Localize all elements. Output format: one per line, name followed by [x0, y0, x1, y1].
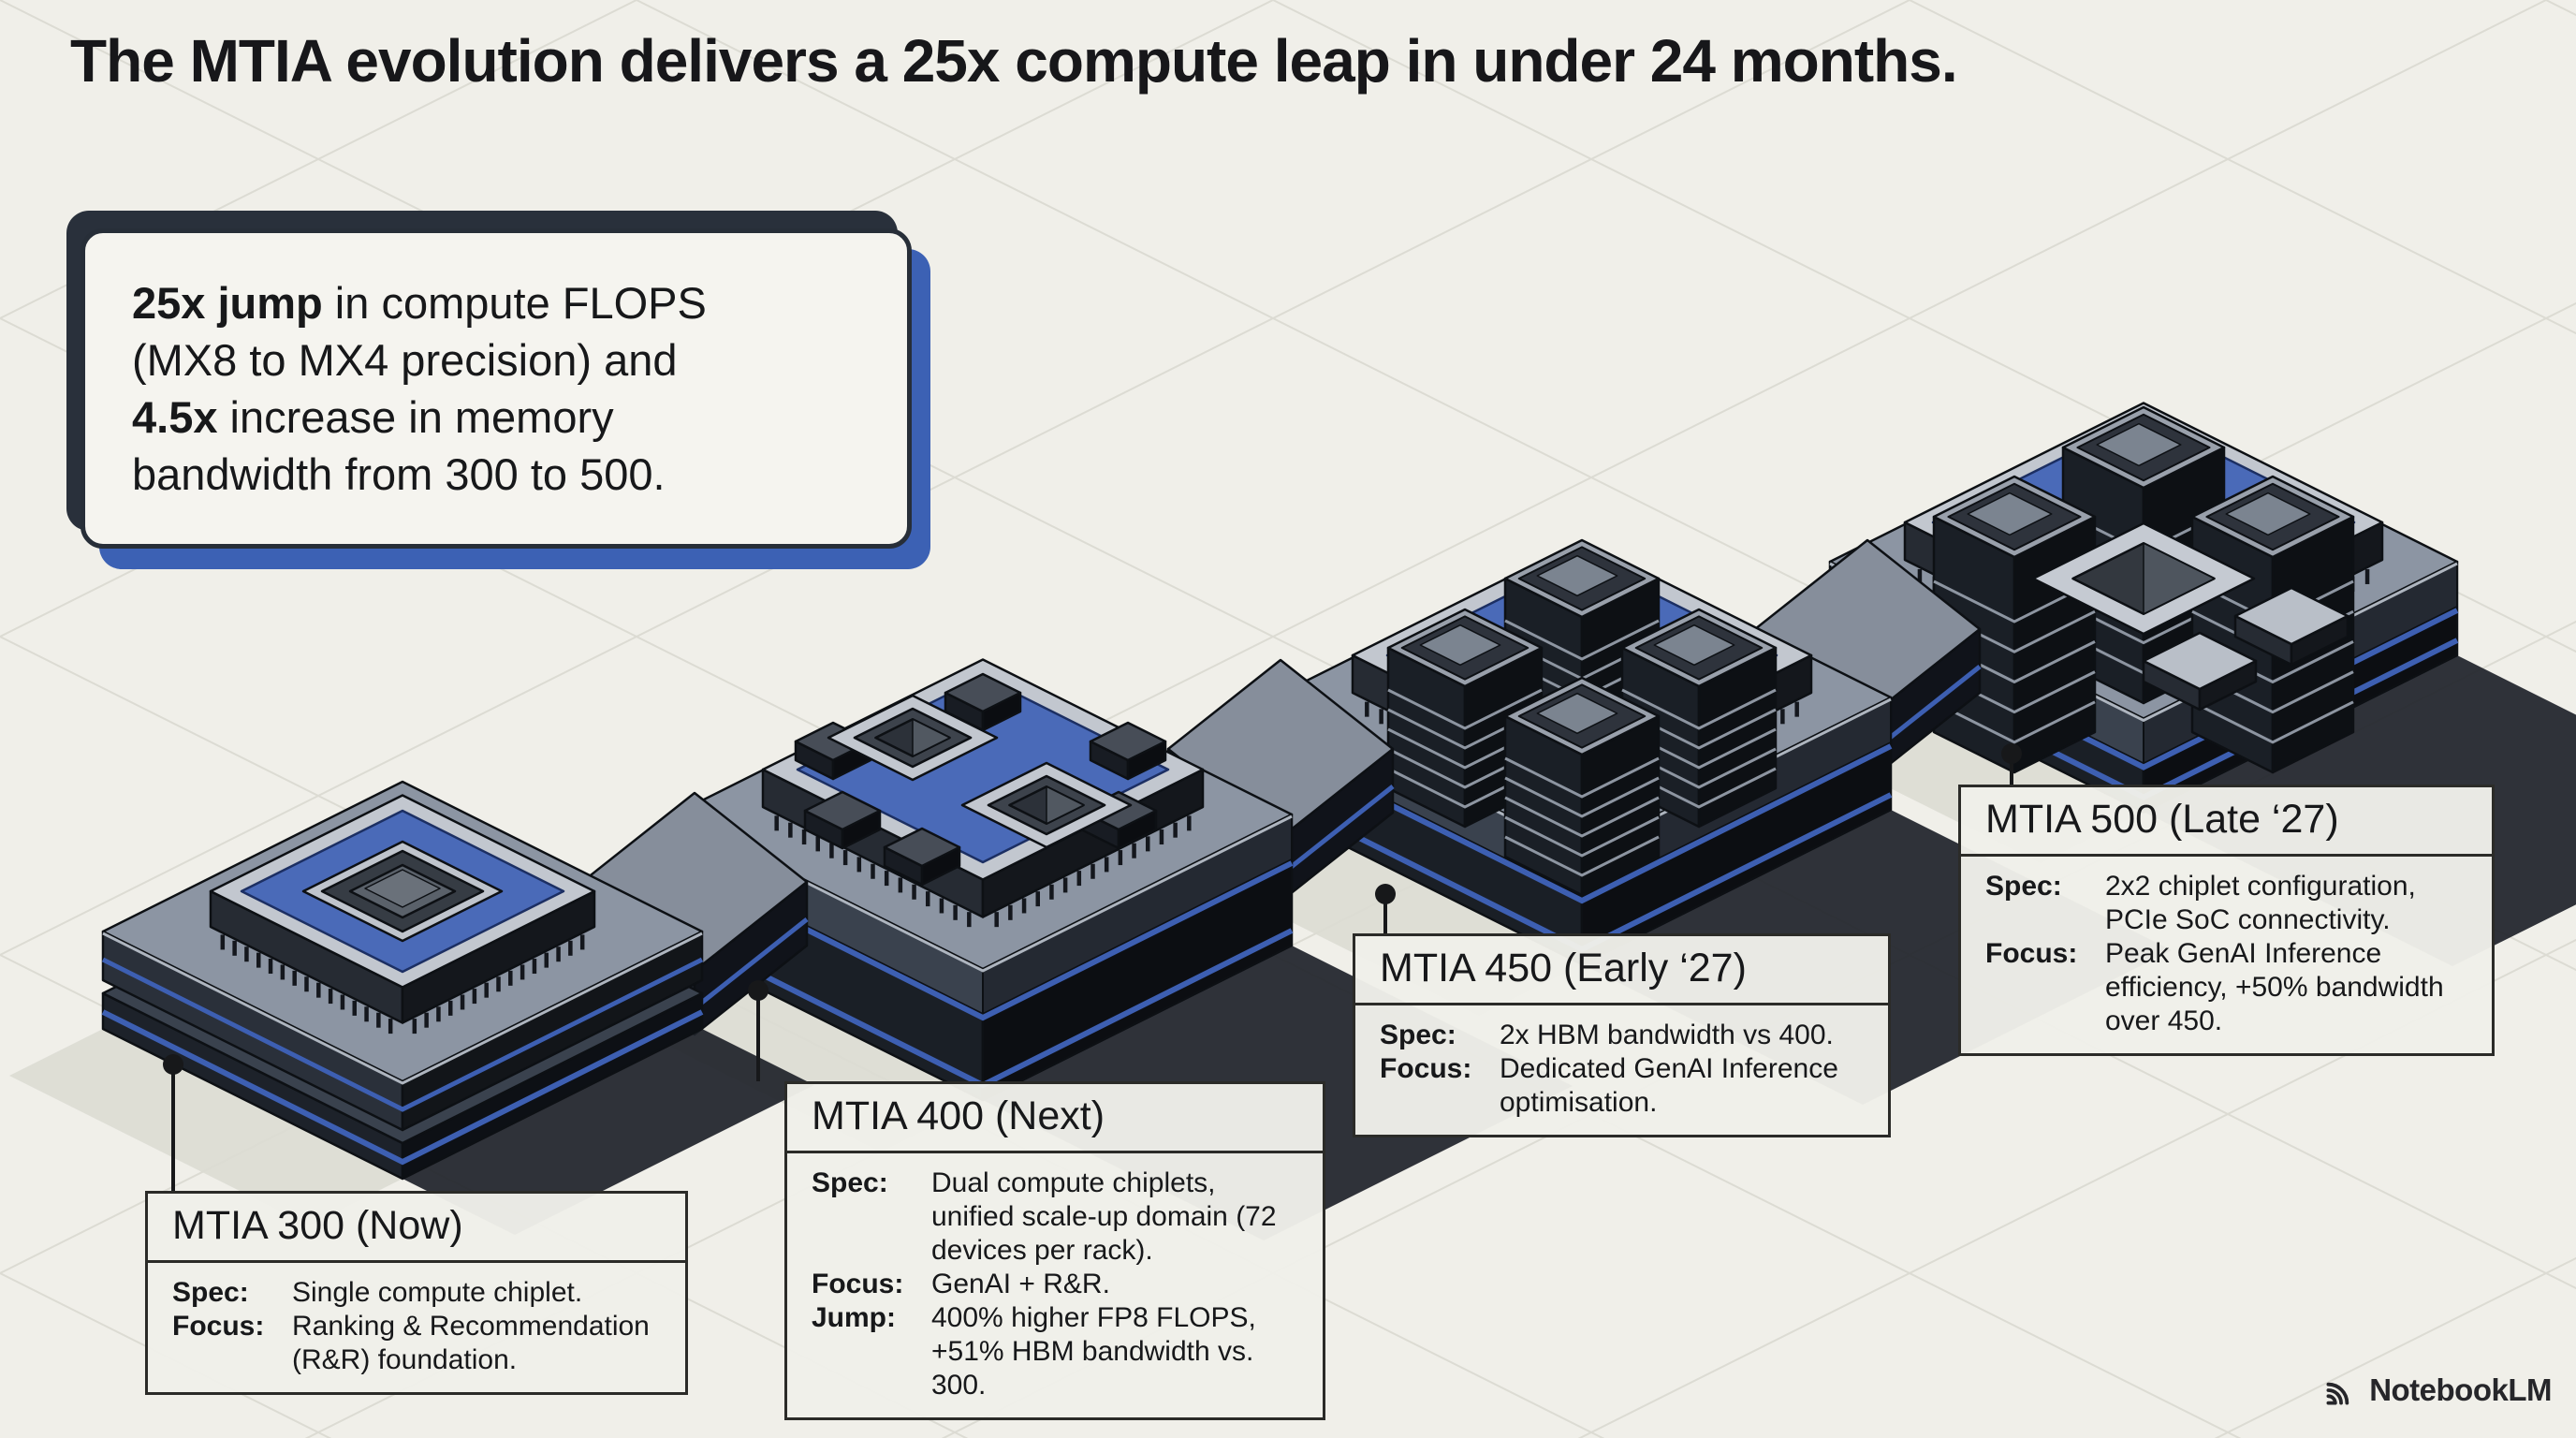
notebooklm-logo-icon — [2326, 1382, 2349, 1405]
spec-row: Focus: Peak GenAI Inference efficiency, +… — [1985, 937, 2467, 1038]
leader-lines — [163, 743, 2022, 1191]
summary-callout: 25x jump in compute FLOPS (MX8 to MX4 pr… — [80, 228, 912, 549]
spec-card-mtia-500: MTIA 500 (Late ‘27) Spec: 2x2 chiplet con… — [1958, 785, 2495, 1056]
row-value: Dedicated GenAI Inference optimisation. — [1500, 1053, 1838, 1118]
spec-row: Jump: 400% higher FP8 FLOPS, +51% HBM ban… — [812, 1301, 1298, 1402]
callout-text: bandwidth from 300 to 500. — [132, 449, 666, 499]
row-label: Focus: — [172, 1311, 265, 1342]
card-body: Spec: 2x HBM bandwidth vs 400. Focus: Dedi… — [1355, 1005, 1888, 1135]
card-body: Spec: Dual compute chiplets, unified scal… — [787, 1153, 1323, 1417]
chip-illustration-mtia-500 — [1727, 402, 2576, 966]
spec-row: Focus: Ranking & Recommendation (R&R) fou… — [172, 1310, 661, 1377]
spec-card-mtia-400: MTIA 400 (Next) Spec: Dual compute chiple… — [784, 1081, 1325, 1420]
row-label: Spec: — [1985, 871, 2062, 902]
callout-bold: 4.5x — [132, 392, 218, 442]
row-label: Spec: — [1380, 1020, 1456, 1050]
spec-row: Focus: GenAI + R&R. — [812, 1268, 1298, 1301]
spec-row: Focus: Dedicated GenAI Inference optimisa… — [1380, 1052, 1864, 1120]
spec-card-mtia-450: MTIA 450 (Early ‘27) Spec: 2x HBM bandwid… — [1353, 933, 1891, 1137]
row-label: Jump: — [812, 1302, 896, 1333]
spec-row: Spec: Dual compute chiplets, unified scal… — [812, 1167, 1298, 1268]
row-value: 400% higher FP8 FLOPS, +51% HBM bandwidt… — [931, 1302, 1256, 1401]
callout-line: (MX8 to MX4 precision) and — [132, 331, 860, 389]
row-label: Focus: — [1985, 938, 2078, 969]
card-body: Spec: 2x2 chiplet configuration, PCIe SoC… — [1961, 857, 2492, 1053]
card-title: MTIA 300 (Now) — [148, 1194, 685, 1263]
row-label: Focus: — [1380, 1053, 1472, 1084]
notebooklm-wordmark: NotebookLM — [2369, 1372, 2552, 1407]
spec-card-mtia-300: MTIA 300 (Now) Spec: Single compute chipl… — [145, 1191, 688, 1395]
page-title: The MTIA evolution delivers a 25x comput… — [70, 27, 1958, 95]
spec-row: Spec: 2x2 chiplet configuration, PCIe SoC… — [1985, 870, 2467, 937]
callout-text: in compute FLOPS — [322, 278, 707, 328]
spec-row: Spec: Single compute chiplet. — [172, 1276, 661, 1310]
card-body: Spec: Single compute chiplet. Focus: Ranki… — [148, 1263, 685, 1392]
row-label: Spec: — [172, 1277, 249, 1308]
spec-row: Spec: 2x HBM bandwidth vs 400. — [1380, 1019, 1864, 1052]
chip-illustration-mtia-300 — [9, 780, 814, 1235]
row-value: 2x HBM bandwidth vs 400. — [1500, 1020, 1834, 1050]
row-value: Single compute chiplet. — [292, 1277, 583, 1308]
callout-line: 25x jump in compute FLOPS — [132, 274, 860, 331]
row-label: Focus: — [812, 1269, 904, 1299]
callout-bold: 25x jump — [132, 278, 323, 328]
card-title: MTIA 450 (Early ‘27) — [1355, 936, 1888, 1005]
row-value: 2x2 chiplet configuration, PCIe SoC conn… — [2105, 871, 2416, 935]
callout-line: 4.5x increase in memory — [132, 389, 860, 446]
row-value: Ranking & Recommendation (R&R) foundatio… — [292, 1311, 650, 1375]
card-title: MTIA 500 (Late ‘27) — [1961, 787, 2492, 857]
notebooklm-logo: NotebookLM — [2320, 1372, 2552, 1408]
card-title: MTIA 400 (Next) — [787, 1084, 1323, 1153]
callout-line: bandwidth from 300 to 500. — [132, 446, 860, 503]
row-value: GenAI + R&R. — [931, 1269, 1110, 1299]
callout-text: (MX8 to MX4 precision) and — [132, 335, 678, 385]
callout-text: increase in memory — [217, 392, 614, 442]
row-label: Spec: — [812, 1167, 888, 1198]
row-value: Dual compute chiplets, unified scale-up … — [931, 1167, 1277, 1266]
row-value: Peak GenAI Inference efficiency, +50% ba… — [2105, 938, 2444, 1036]
